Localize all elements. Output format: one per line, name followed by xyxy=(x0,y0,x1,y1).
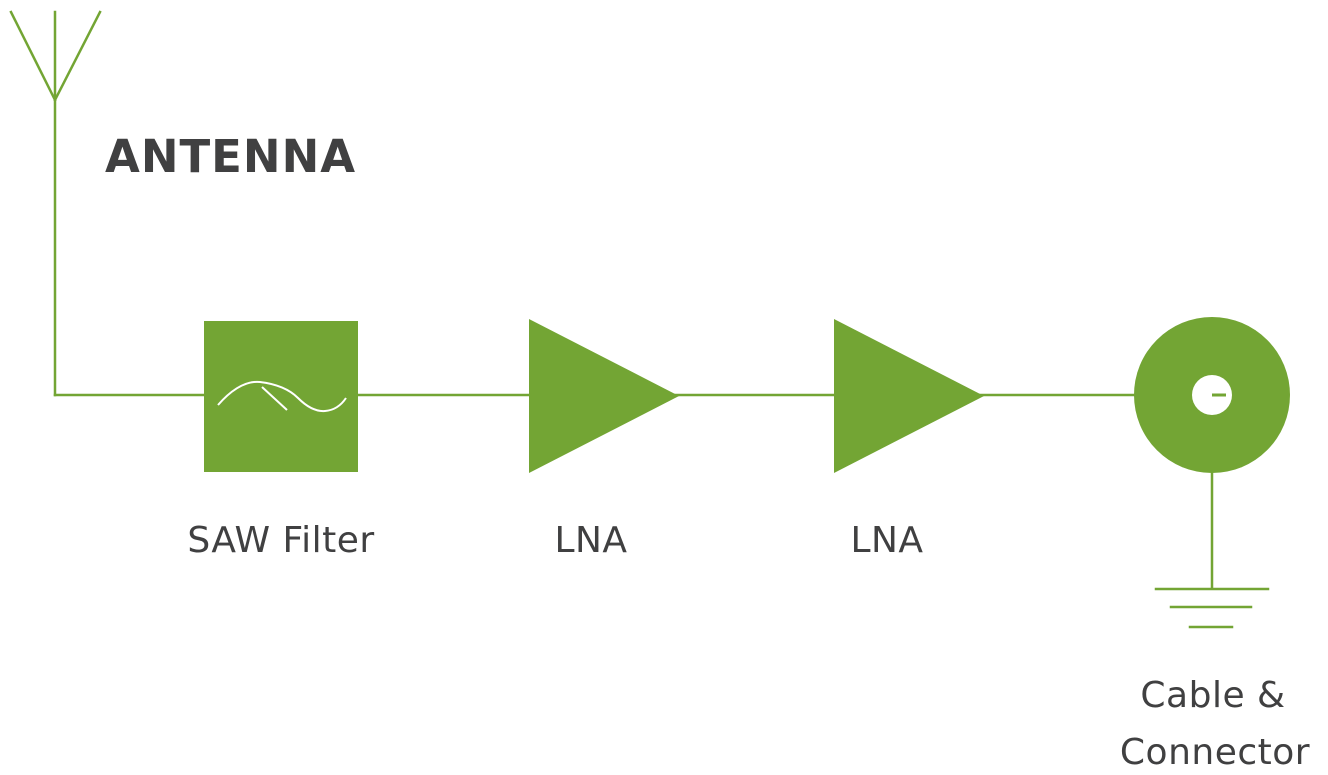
cable-connector-label-line-2: Connector xyxy=(1120,732,1310,773)
amplifier-icon xyxy=(529,319,679,473)
lna-2-label: LNA xyxy=(850,520,923,561)
antenna-icon xyxy=(9,10,102,397)
saw-filter-label: SAW Filter xyxy=(187,520,374,561)
cable-connector-label-line-1: Cable & xyxy=(1140,675,1285,716)
ground-icon xyxy=(1154,471,1270,629)
saw-filter-icon xyxy=(204,321,358,472)
antenna-title: ANTENNA xyxy=(105,130,356,183)
lna-1-label: LNA xyxy=(554,520,627,561)
coax-connector-icon xyxy=(1134,317,1290,473)
amplifier-icon xyxy=(834,319,984,473)
